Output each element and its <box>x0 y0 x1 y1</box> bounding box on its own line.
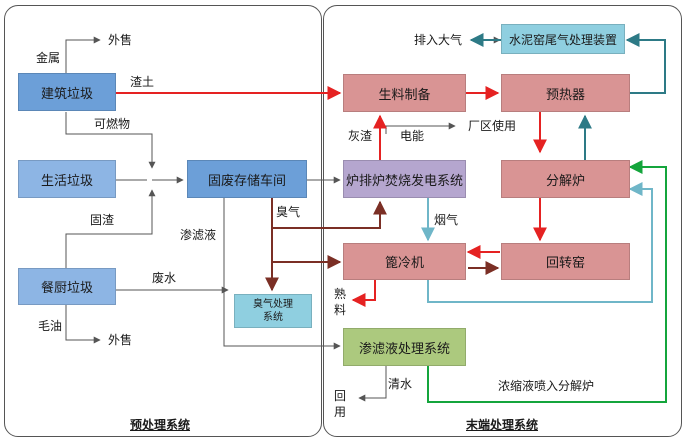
plant-use-label: 厂区使用 <box>468 119 517 133</box>
grease-label: 毛油 <box>38 319 63 333</box>
leachate-treatment-box: 渗滤液处理系统 <box>343 328 466 366</box>
calciner-box: 分解炉 <box>501 160 630 198</box>
teal-connectors <box>469 33 666 160</box>
concentrate-injection-label: 浓缩液喷入分解炉 <box>498 379 595 393</box>
solid-residue-label: 固渣 <box>90 213 115 227</box>
pretreatment-title: 预处理系统 <box>130 418 191 432</box>
metal-label: 金属 <box>36 51 61 65</box>
end-treatment-title: 末端处理系统 <box>466 418 539 432</box>
waste-water-label: 废水 <box>152 271 177 285</box>
construction-waste-box: 建筑垃圾 <box>18 73 116 111</box>
rotary-kiln-box: 回转窑 <box>501 243 630 280</box>
clinker-label-2: 料 <box>334 303 347 317</box>
reuse-label-1: 回 <box>334 389 347 403</box>
red-connectors <box>116 86 547 307</box>
raw-material-prep-box: 生料制备 <box>343 74 466 112</box>
slag-soil-label: 渣土 <box>130 75 155 89</box>
gray-connectors <box>65 36 501 402</box>
grate-incinerator-box: 炉排炉焚烧发电系统 <box>343 160 466 198</box>
domestic-waste-box: 生活垃圾 <box>18 160 116 198</box>
kiln-tail-gas-box: 水泥窑尾气处理装置 <box>501 24 625 54</box>
odor-label: 臭气 <box>276 205 301 219</box>
clinker-label-1: 熟 <box>334 287 347 301</box>
clean-water-label: 清水 <box>388 377 413 391</box>
reuse-label-2: 用 <box>334 405 347 419</box>
odor-treatment-label-1: 臭气处理系统 <box>253 299 293 323</box>
leachate-label: 渗滤液 <box>180 228 217 242</box>
combustibles-label: 可燃物 <box>94 117 131 131</box>
grate-cooler-box: 篦冷机 <box>343 243 466 280</box>
cyan-connectors <box>421 182 653 303</box>
brown-connectors <box>265 198 500 292</box>
solid-waste-storage-box: 固废存储车间 <box>187 160 307 198</box>
flue-gas-label: 烟气 <box>434 213 459 227</box>
emit-atmosphere-label: 排入大气 <box>414 33 463 47</box>
ash-slag-label: 灰渣 <box>348 129 373 143</box>
kitchen-waste-box: 餐厨垃圾 <box>18 268 116 305</box>
sold-top-label: 外售 <box>108 33 133 47</box>
electricity-label: 电能 <box>400 129 425 143</box>
sold-bottom-label: 外售 <box>108 333 133 347</box>
odor-treatment-box: 臭气处理系统 <box>234 294 312 328</box>
preheater-box: 预热器 <box>501 74 630 112</box>
green-connectors <box>427 160 667 403</box>
